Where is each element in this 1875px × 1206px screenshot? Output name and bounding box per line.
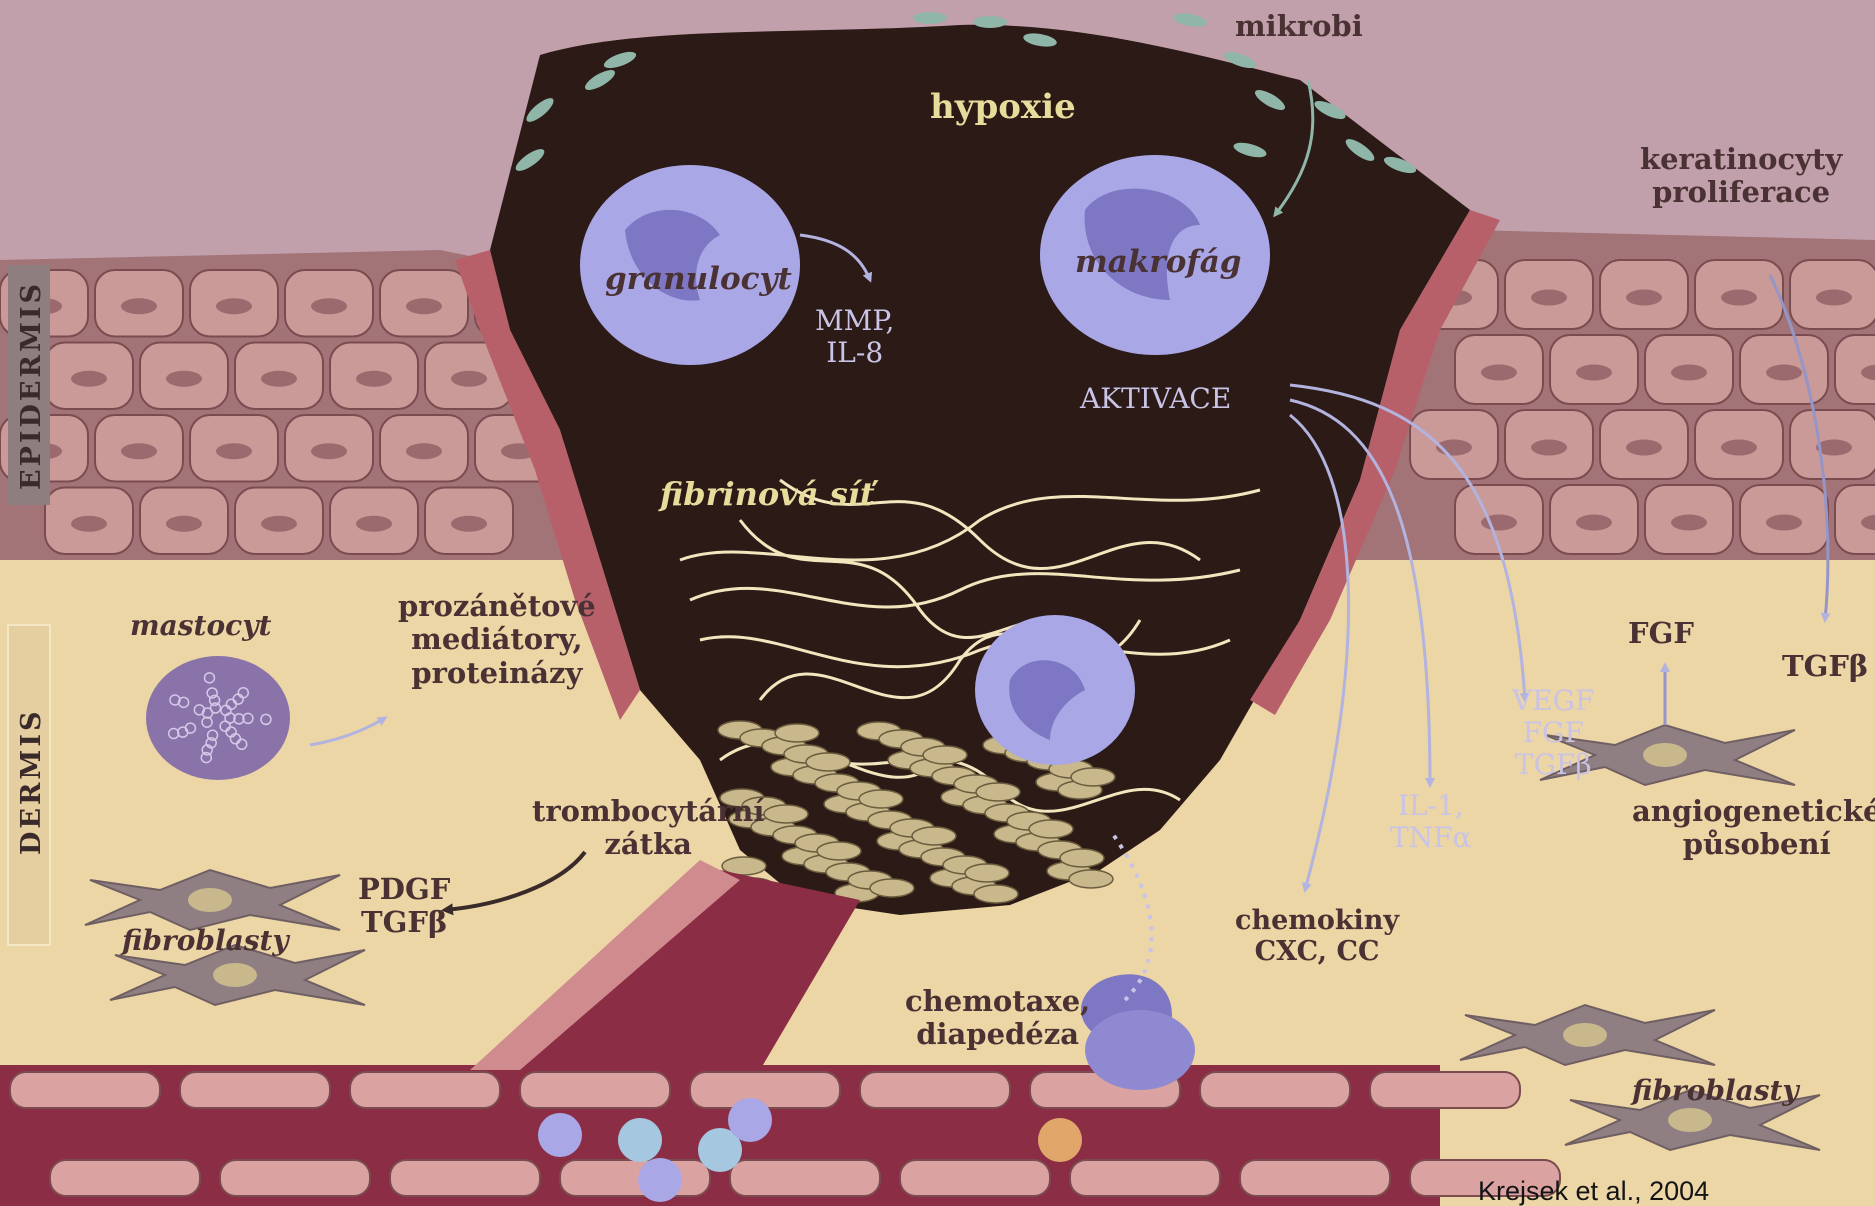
label-vegf: VEGF FGF TGFβ xyxy=(1512,685,1594,782)
central-leukocyte xyxy=(975,615,1135,765)
label-fibroblasty-left: fibroblasty xyxy=(122,925,289,957)
label-angiogeneticke: angiogenetické působení xyxy=(1632,795,1875,862)
dermis-side-label: DERMIS xyxy=(16,709,47,855)
label-tgfb: TGFβ xyxy=(1782,650,1868,683)
label-pdgf: PDGF TGFβ xyxy=(358,873,450,940)
mastocyte-cell xyxy=(146,656,290,780)
label-hypoxie: hypoxie xyxy=(930,88,1076,127)
label-makrofag: makrofág xyxy=(1075,245,1241,281)
label-granulocyt: granulocyt xyxy=(605,262,792,298)
citation: Krejsek et al., 2004 xyxy=(1478,1176,1709,1206)
label-mastocyt: mastocyt xyxy=(130,610,271,642)
label-mikrobi: mikrobi xyxy=(1235,10,1363,43)
label-aktivace: AKTIVACE xyxy=(1080,383,1231,415)
label-fgf: FGF xyxy=(1628,617,1694,650)
label-keratinocyty: keratinocyty proliferace xyxy=(1640,143,1842,210)
epidermis-side-label: EPIDERMIS xyxy=(16,281,47,490)
label-fibroblasty-right: fibroblasty xyxy=(1632,1075,1799,1107)
label-prozanetove: prozánětové mediátory, proteinázy xyxy=(398,590,596,690)
label-trombocytarni: trombocytární zátka xyxy=(532,795,764,862)
label-chemotaxe: chemotaxe, diapedéza xyxy=(905,985,1090,1052)
label-chemokiny: chemokiny CXC, CC xyxy=(1235,905,1399,967)
label-il1: IL-1, TNFα xyxy=(1390,790,1472,854)
label-fibrinova-sit: fibrinová síť xyxy=(660,476,875,513)
label-mmp: MMP, IL-8 xyxy=(815,305,894,369)
